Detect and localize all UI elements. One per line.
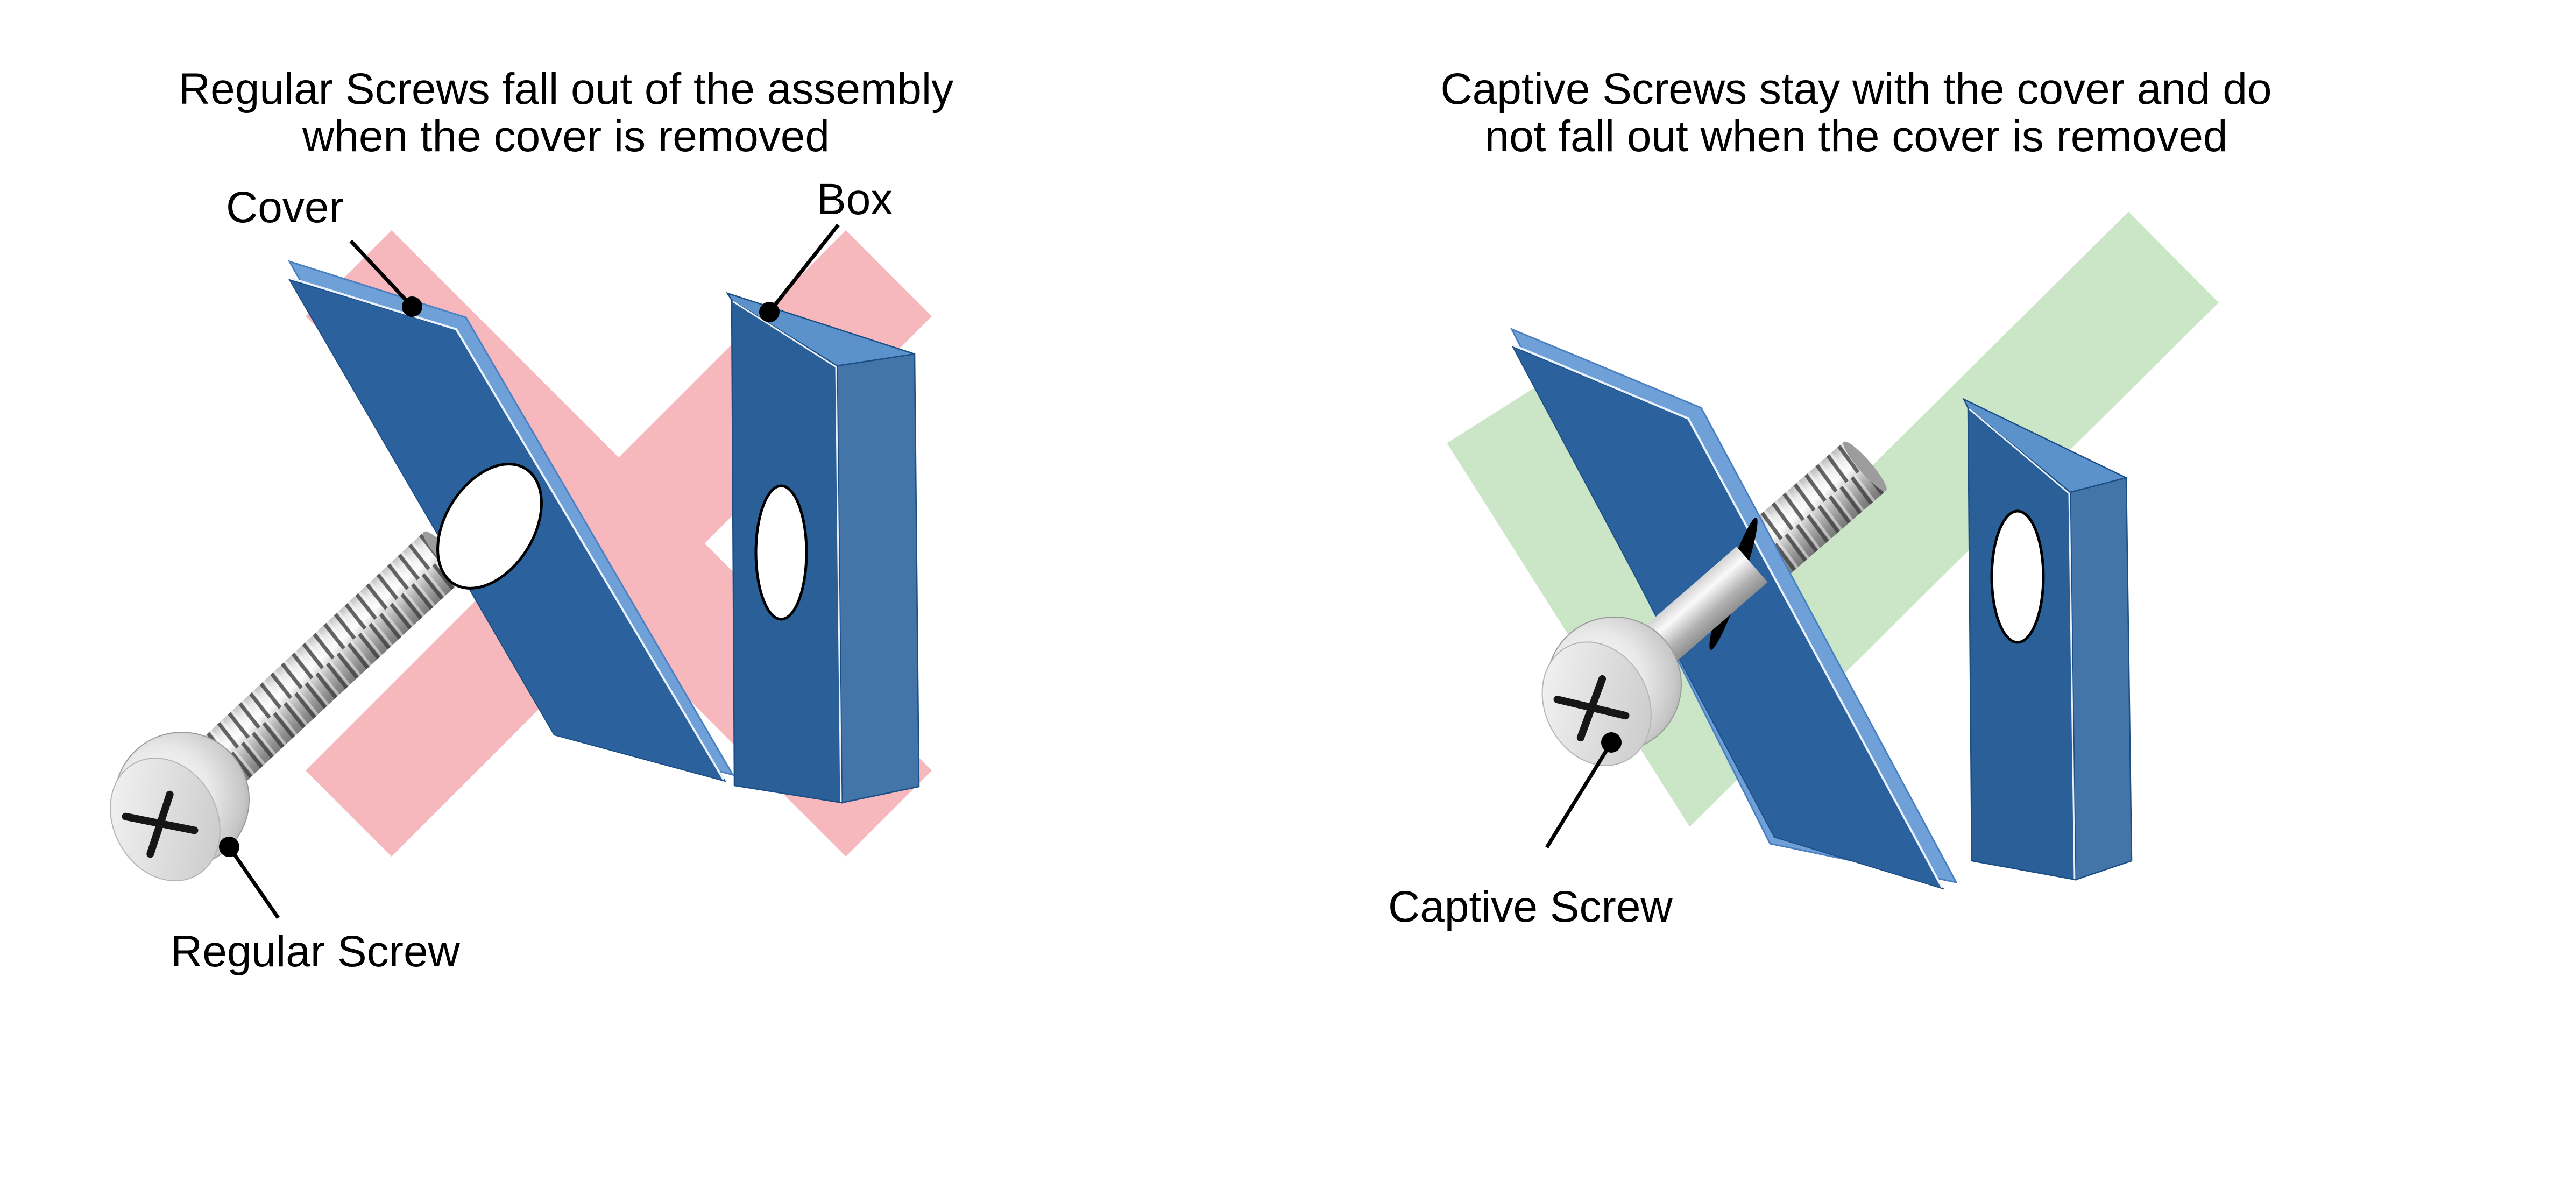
left-title-line2: when the cover is removed [302,112,830,161]
box [726,292,920,804]
captive-box-hole [1990,509,2045,644]
leader-captive-screw [1545,732,1622,848]
captive-cover-edge-highlight [1513,344,1943,888]
captive-box-edge-highlight [1969,408,2076,879]
left-title: Regular Screws fall out of the assembly … [179,66,953,160]
right-diagram [1447,211,2219,890]
right-title-line2: not fall out when the cover is removed [1484,112,2228,161]
regular-screw-label: Regular Screw [171,927,460,976]
left-title-line1: Regular Screws fall out of the assembly [178,65,954,114]
cover-plate [287,260,735,782]
cover-label: Cover [226,183,344,232]
captive-screw-label: Captive Screw [1388,882,1673,931]
box-edge-highlight [732,300,842,802]
box-label: Box [817,175,893,224]
leader-box [759,223,840,322]
right-title-line1: Captive Screws stay with the cover and d… [1440,65,2272,114]
leader-regular-screw [219,837,280,919]
right-title: Captive Screws stay with the cover and d… [1440,66,2271,160]
leader-cover [349,239,422,317]
captive-box [1962,398,2133,881]
captive-screw [1498,546,1768,803]
cover-hole [436,463,543,590]
captive-box-side-face [2069,477,2133,881]
check-mark-icon [1447,211,2219,827]
box-side-face [836,353,920,804]
left-diagram [66,223,932,919]
screw-threads [192,532,466,793]
cover-plate-edge-highlight [290,277,725,781]
box-hole [754,484,808,621]
